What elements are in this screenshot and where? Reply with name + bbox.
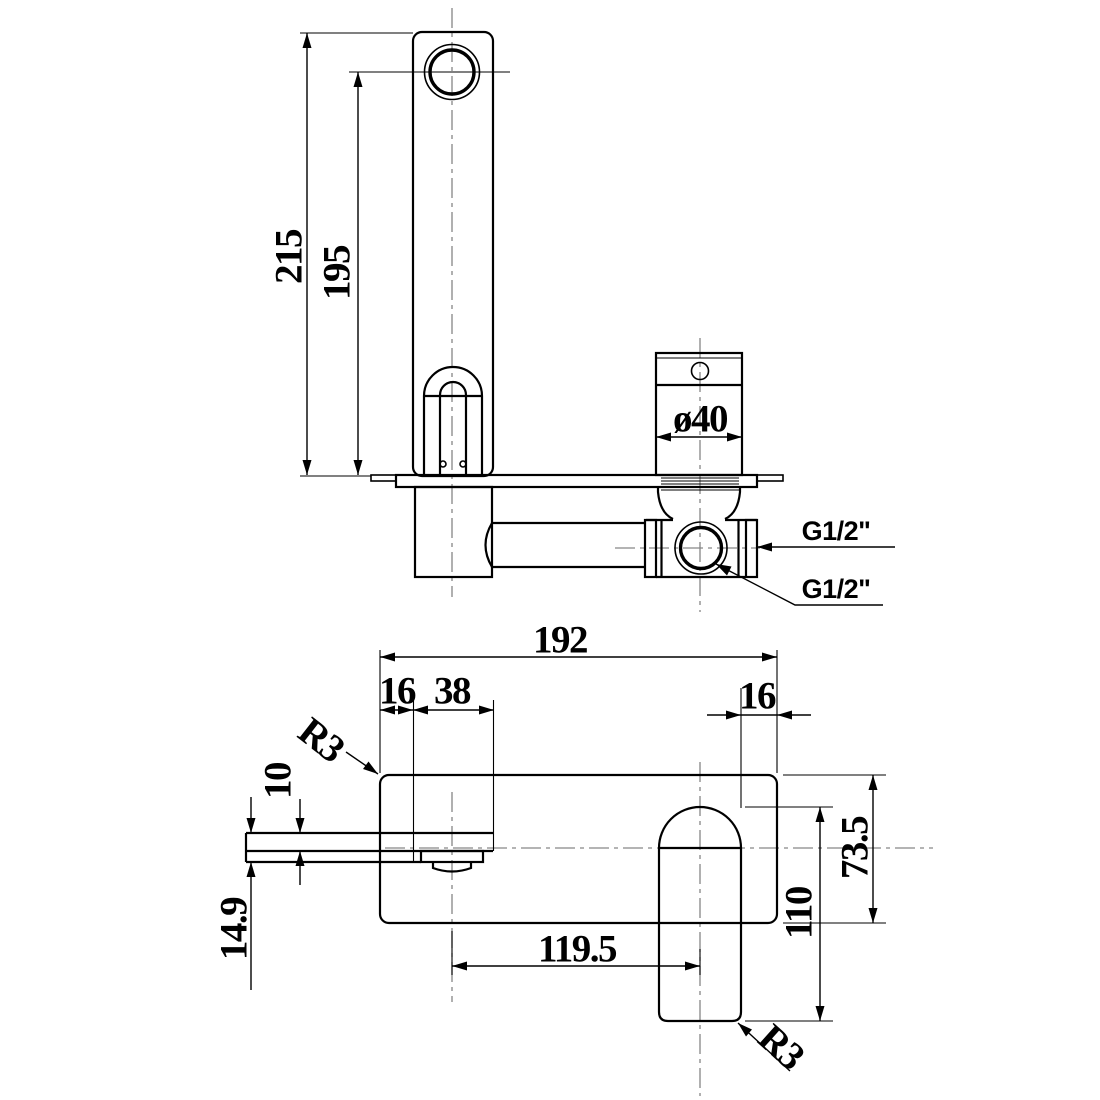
- dim-spout-base-width: 38: [413, 670, 494, 715]
- dim-label-192: 192: [533, 619, 587, 662]
- inlet-port-inner: [678, 525, 724, 571]
- dim-plate-width: 73.5: [783, 774, 886, 924]
- spout-front: [244, 700, 495, 873]
- valve-body: [643, 488, 759, 579]
- dim-height-total: 215: [268, 32, 413, 477]
- valve-cartridge: [654, 351, 744, 477]
- dim-label-r3-plate: R3: [290, 709, 352, 771]
- valve-flange-right: [744, 518, 759, 579]
- inlet-label-2-text: G1/2": [802, 574, 871, 604]
- dim-handle-corner-radius: R3: [737, 1016, 813, 1079]
- dim-plate-corner-radius: R3: [290, 709, 379, 775]
- inlet-label-1: G1/2": [757, 516, 895, 552]
- dim-label-14-9: 14.9: [213, 897, 256, 960]
- dim-label-r3-handle: R3: [750, 1016, 813, 1079]
- dim-label-16-left: 16: [379, 670, 416, 713]
- dim-label-dia40: ø40: [673, 398, 728, 441]
- dim-handle-slot-length: 110: [745, 806, 833, 1022]
- dim-label-73-5: 73.5: [834, 816, 877, 879]
- dim-spout-tip-height: 14.9: [213, 797, 256, 990]
- dim-label-38: 38: [434, 670, 471, 713]
- wall-plate-side: [370, 473, 784, 489]
- dim-spout-to-handle: 119.5: [451, 928, 701, 975]
- dim-label-215: 215: [268, 229, 311, 284]
- inlet-port-outer: [674, 521, 728, 575]
- dim-height-spout: 195: [316, 72, 363, 475]
- aerator-housing: [419, 849, 485, 864]
- inlet-label-2: G1/2": [715, 563, 883, 606]
- spout-inwall-body: [413, 485, 494, 579]
- dim-plate-length: 192: [379, 619, 778, 773]
- dim-handle-diameter: ø40: [656, 398, 742, 442]
- inlet-label-1-text: G1/2": [802, 516, 871, 546]
- handle-slot: [657, 805, 743, 1023]
- dim-spout-thickness: 10: [257, 762, 305, 885]
- connecting-pipe: [484, 521, 646, 569]
- dim-offset-right: 16: [707, 675, 811, 808]
- side-view: 215 195 ø40 G1/2" G1/2": [268, 8, 895, 612]
- dim-label-195: 195: [316, 245, 359, 300]
- aerator-tip: [431, 862, 473, 873]
- front-view: 192 16 38 16 R3: [213, 619, 933, 1096]
- spout-waterway: [422, 365, 484, 476]
- dim-label-16-right: 16: [739, 675, 776, 718]
- dim-offset-left: 16: [379, 670, 418, 715]
- centerlines-side: [451, 8, 760, 612]
- thread-hatching: [661, 477, 739, 491]
- dim-label-119-5: 119.5: [538, 928, 617, 971]
- dim-label-10: 10: [257, 762, 300, 799]
- valve-flange-left: [643, 518, 658, 579]
- dim-label-110: 110: [778, 886, 821, 939]
- mounting-plate: [378, 773, 779, 925]
- cartridge-screw-hole: [690, 361, 710, 381]
